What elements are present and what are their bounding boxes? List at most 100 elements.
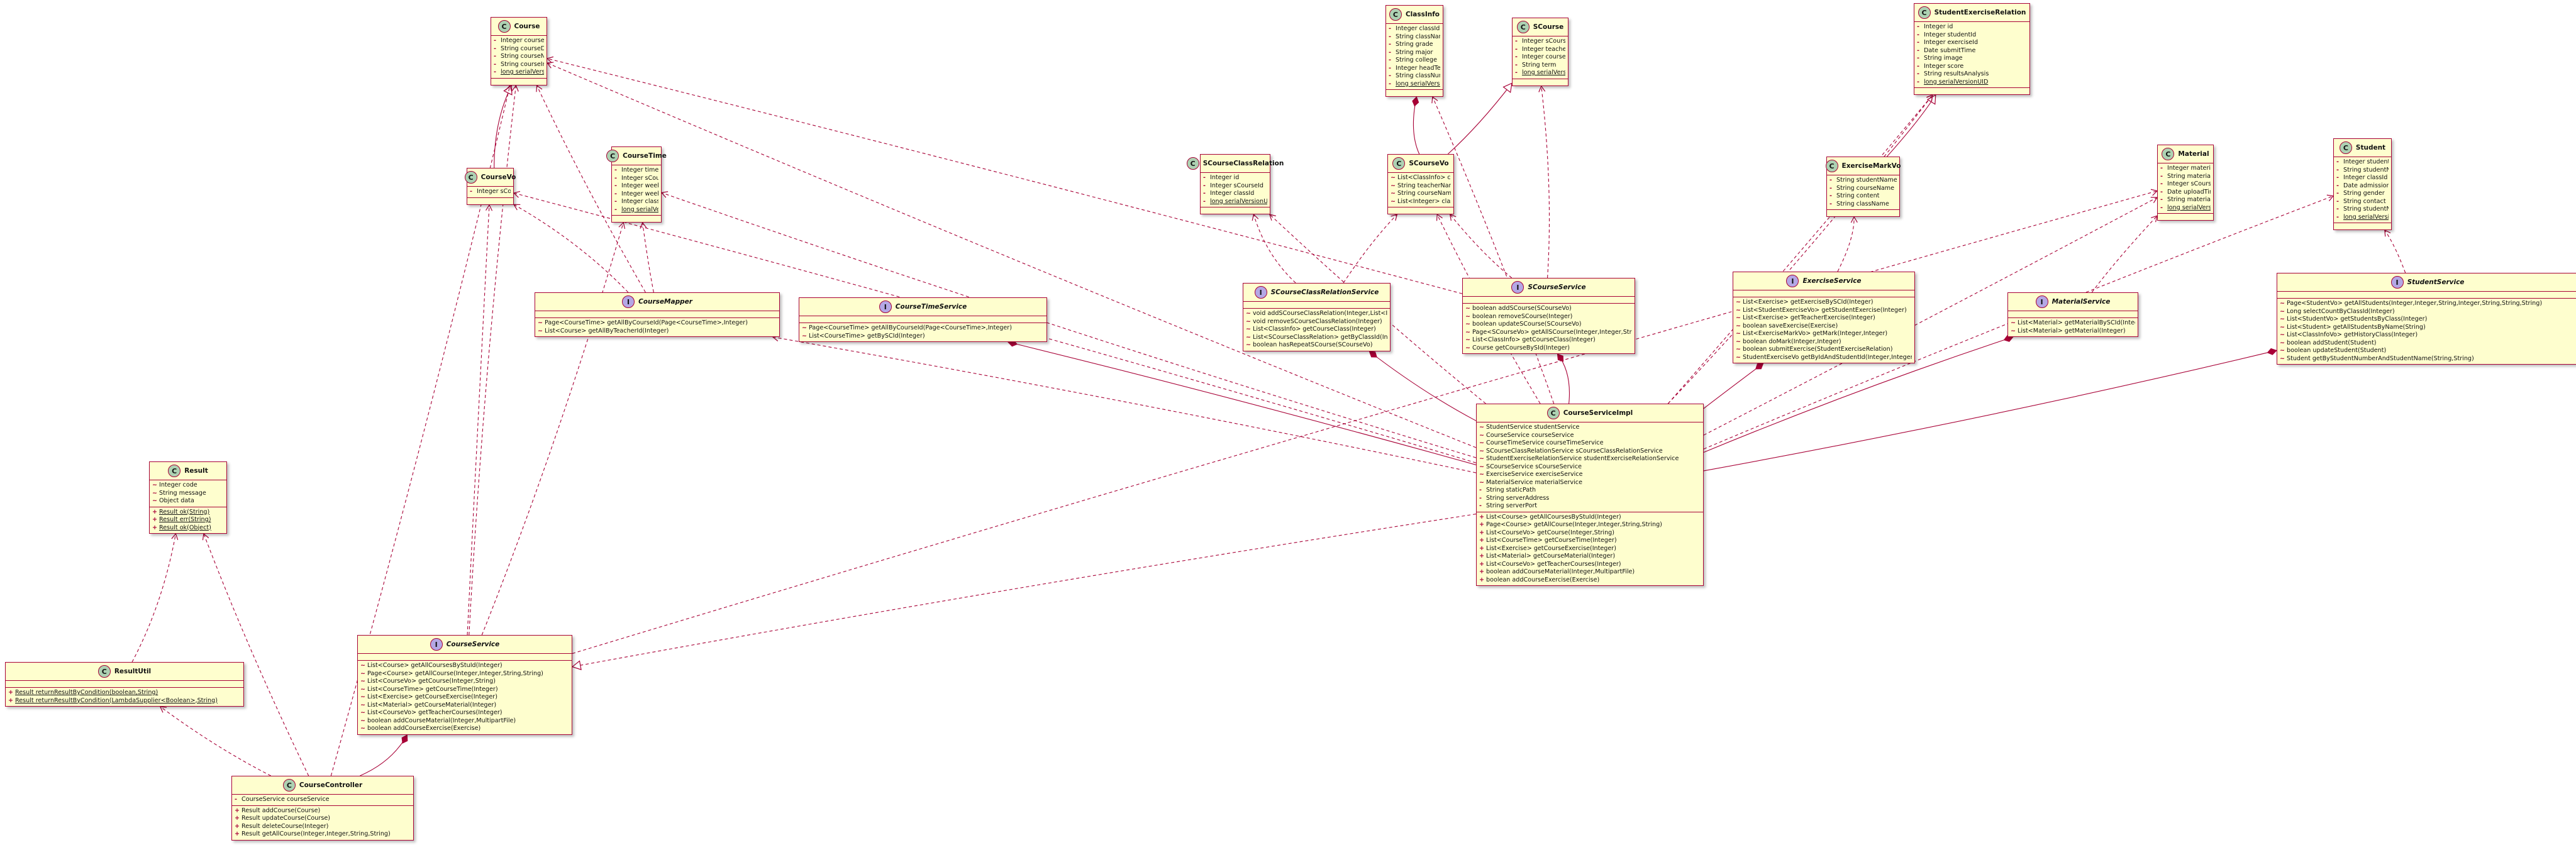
methods-section: ~List<Material> getMaterialBySCId(Intege… [2008,318,2138,336]
member-signature: long serialVersionUID [2343,213,2389,221]
uml-method: +Result returnResultByCondition(LambdaSu… [8,697,241,705]
visibility-icon: ~ [2280,331,2285,338]
member-signature: void addSCourseClassRelation(Integer,Lis… [1253,310,1387,317]
edge-aggregation-courseserviceimpl-to-materialservice [1703,335,2014,453]
interface-badge-icon: I [1254,286,1267,299]
uml-field: -String grade [1389,41,1440,49]
methods-section: ~List<Course> getAllCoursesByStuId(Integ… [358,661,572,734]
member-signature: CourseTimeService courseTimeService [1486,439,1604,446]
visibility-icon: - [614,182,617,189]
member-signature: String courseName [1836,184,1895,192]
visibility-icon: ~ [1479,455,1485,462]
uml-method: ~List<CourseTime> getCourseTime(Integer) [360,686,569,694]
visibility-icon: - [1389,41,1391,48]
uml-box-title: SCourse [1533,23,1564,31]
visibility-icon: - [1389,33,1391,40]
visibility-icon: - [2336,158,2339,165]
edge-dependency-courseservice-to-coursevo [467,204,493,636]
visibility-icon: ~ [2011,319,2016,326]
class-badge-icon: C [1392,157,1406,170]
edge-aggregation-coursecontroller-to-courseservice [360,734,408,776]
member-signature: long serialVersionUID [1924,78,1989,86]
uml-method: ~Page<CourseTime> getAllByCourseId(Page<… [802,324,1044,333]
fields-section: -Integer courseId-String courseDescripti… [491,36,547,79]
visibility-icon: - [1515,38,1518,45]
member-signature: List<CourseTime> getCourseTime(Integer) [1486,537,1617,544]
visibility-icon: + [235,830,240,837]
visibility-icon: - [2160,188,2163,196]
uml-method: +Result err(String) [152,516,224,524]
uml-field: -String className [1389,33,1440,41]
uml-field: -String content [1829,192,1897,201]
visibility-icon: ~ [152,497,158,504]
visibility-icon: - [2336,174,2339,181]
member-signature: CourseService courseService [1486,431,1574,439]
uml-field: -Integer timeId [614,167,658,175]
member-signature: SCourseService sCourseService [1486,463,1582,470]
uml-field: -CourseService courseService [235,796,411,804]
edge-aggregation-courseserviceimpl-to-studentservice [1703,348,2277,472]
uml-field: ~String courseName [1391,190,1451,198]
uml-field: -long serialVersionUID [1389,80,1440,89]
edge-aggregation-courseserviceimpl-to-coursetimeservice [1007,339,1477,465]
member-signature: List<CourseVo> getCourse(Integer,String) [367,678,496,685]
methods-section: +Result returnResultByCondition(boolean,… [6,688,243,706]
edge-extends-scoursevo-to-scourse [1447,82,1513,155]
uml-method: ~List<CourseVo> getTeacherCourses(Intege… [360,709,569,717]
member-signature: Integer code [159,482,197,488]
uml-method: ~List<Material> getCourseMaterial(Intege… [360,702,569,710]
uml-field: -Integer sCourseId [614,175,658,183]
fields-section [358,654,572,661]
edge-dependency-coursemapper-to-coursevo [513,204,629,293]
uml-method: ~List<SCourseClassRelation> getByClassId… [1246,334,1387,342]
visibility-icon: ~ [2280,316,2285,323]
fields-section: -Integer classId-String className-String… [1386,24,1443,90]
uml-box-title: CourseVo [480,174,516,181]
class-badge-icon: C [606,150,619,162]
fields-section [1733,290,1914,297]
member-signature: Integer sCourseId [1210,182,1263,189]
uml-box-title: Material [2178,150,2209,158]
visibility-icon: - [1515,61,1518,69]
uml-method: ~List<Material> getMaterialBySCId(Intege… [2011,319,2135,328]
member-signature: Page<CourseTime> getAllByCourseId(Page<C… [545,319,748,326]
edge-dependency-scourseclassrelationservice-to-scoursevo [1343,214,1398,284]
member-signature: String college [1396,57,1438,63]
visibility-icon: ~ [1465,328,1471,336]
visibility-icon: + [235,815,240,822]
uml-field: -Date admissiondate [2336,182,2389,190]
uml-field: -String courseName [494,53,544,61]
uml-method: ~List<CourseVo> getCourse(Integer,String… [360,678,569,686]
edge-dependency-resultutil-to-result [131,532,179,663]
uml-field: -Integer classId [1203,190,1267,198]
member-signature: SCourseClassRelationService sCourseClass… [1486,447,1663,455]
edge-aggregation-courseserviceimpl-to-scourseclassrelationservice [1368,351,1477,421]
member-signature: long serialVersionUID [2167,204,2211,211]
uml-method: ~boolean hasRepeatSCourse(SCourseVo) [1246,341,1387,350]
visibility-icon: ~ [1479,471,1485,478]
uml-field: -String serverPort [1479,502,1701,510]
member-signature: List<Material> getMaterialBySCId(Integer… [2018,319,2135,326]
member-signature: List<ClassInfoVo> getHistoryClass(Intege… [2287,331,2418,338]
uml-method: +List<Exercise> getCourseExercise(Intege… [1479,545,1701,553]
visibility-icon: - [2336,213,2339,221]
visibility-icon: + [1479,553,1485,560]
visibility-icon: - [1203,174,1206,181]
edge-dependency-courseserviceimpl-to-classinfo [1431,96,1555,404]
member-signature: Integer courseId [501,37,544,44]
visibility-icon: - [1917,23,1919,30]
member-signature: void removeSCourseClassRelation(Integer) [1253,317,1382,325]
visibility-icon: - [614,190,617,197]
visibility-icon: ~ [1736,353,1741,361]
uml-method: ~boolean removeSCourse(Integer) [1465,313,1632,321]
